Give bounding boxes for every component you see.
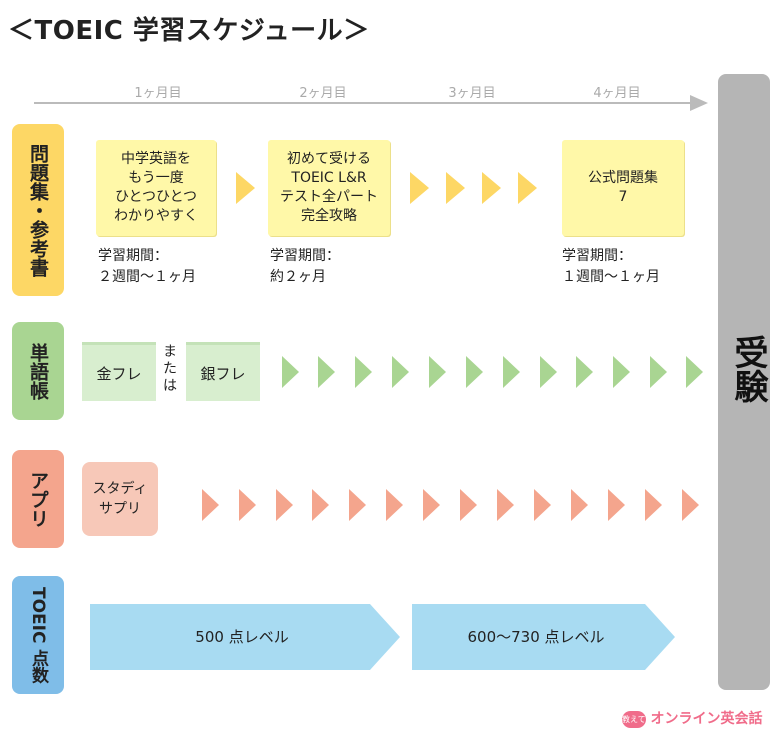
arrow-orange	[423, 489, 440, 521]
score-band-1-label: 500 点レベル	[195, 628, 288, 646]
arrow-orange	[349, 489, 366, 521]
row-label-app-text: アプリ	[27, 470, 49, 528]
arrow-green	[540, 356, 557, 388]
arrow-green	[282, 356, 299, 388]
score-band-1	[90, 604, 400, 670]
row-label-books-text: 問題集・参考書	[27, 143, 49, 277]
arrow-orange	[682, 489, 699, 521]
arrow-orange	[276, 489, 293, 521]
arrow-green	[576, 356, 593, 388]
arrow-orange	[645, 489, 662, 521]
book-period-1: 学習期間： ２週間〜１ヶ月	[98, 248, 196, 285]
arrow-yellow	[518, 172, 537, 204]
row-label-app: アプリ	[12, 450, 64, 548]
arrow-orange	[202, 489, 219, 521]
month-label-3: 3ヶ月目	[448, 86, 496, 101]
book-period-2: 学習期間： 約２ヶ月	[270, 248, 340, 285]
arrow-green	[429, 356, 446, 388]
vocab-book-2: 銀フレ	[186, 342, 260, 401]
vocab-or: または	[163, 344, 177, 394]
arrow-yellow	[446, 172, 465, 204]
arrow-yellow	[482, 172, 501, 204]
arrow-orange	[608, 489, 625, 521]
row-label-books: 問題集・参考書	[12, 124, 64, 296]
row-label-score-text: TOEIC 点数	[28, 586, 48, 684]
arrow-green	[466, 356, 483, 388]
arrow-yellow	[236, 172, 255, 204]
arrow-green	[318, 356, 335, 388]
arrow-orange	[460, 489, 477, 521]
arrow-orange	[386, 489, 403, 521]
arrow-green	[392, 356, 409, 388]
arrow-yellow	[410, 172, 429, 204]
app-card: スタディ サプリ	[82, 462, 158, 536]
page-title: ＜TOEIC 学習スケジュール＞	[8, 16, 370, 46]
month-label-4: 4ヶ月目	[593, 86, 641, 101]
arrow-orange	[497, 489, 514, 521]
month-label-2: 2ヶ月目	[299, 86, 347, 101]
arrow-green	[613, 356, 630, 388]
month-label-1: 1ヶ月目	[134, 86, 182, 101]
arrow-green	[355, 356, 372, 388]
row-label-score: TOEIC 点数	[12, 576, 64, 694]
arrow-green	[686, 356, 703, 388]
logo-text: オンライン英会話	[650, 711, 763, 727]
row-label-vocab-text: 単語帳	[27, 342, 49, 400]
exam-bar	[718, 74, 770, 690]
arrow-orange	[534, 489, 551, 521]
score-band-2	[412, 604, 675, 670]
arrow-orange	[571, 489, 588, 521]
brand-logo: 教えて! オンライン英会話	[622, 708, 762, 728]
arrow-green	[650, 356, 667, 388]
arrow-orange	[312, 489, 329, 521]
logo-badge: 教えて!	[622, 710, 649, 728]
book-period-3: 学習期間： １週間〜１ヶ月	[562, 248, 660, 285]
arrow-orange	[239, 489, 256, 521]
book-note-2: 初めて受ける TOEIC L&R テスト全パート 完全攻略	[268, 140, 390, 236]
score-band-2-label: 600〜730 点レベル	[467, 628, 604, 646]
vocab-book-1: 金フレ	[82, 342, 156, 401]
book-note-1: 中学英語を もう一度 ひとつひとつ わかりやすく	[96, 140, 216, 236]
book-note-3: 公式問題集 7	[562, 140, 684, 236]
row-label-vocab: 単語帳	[12, 322, 64, 420]
arrow-green	[503, 356, 520, 388]
exam-label: 受験	[728, 335, 768, 403]
